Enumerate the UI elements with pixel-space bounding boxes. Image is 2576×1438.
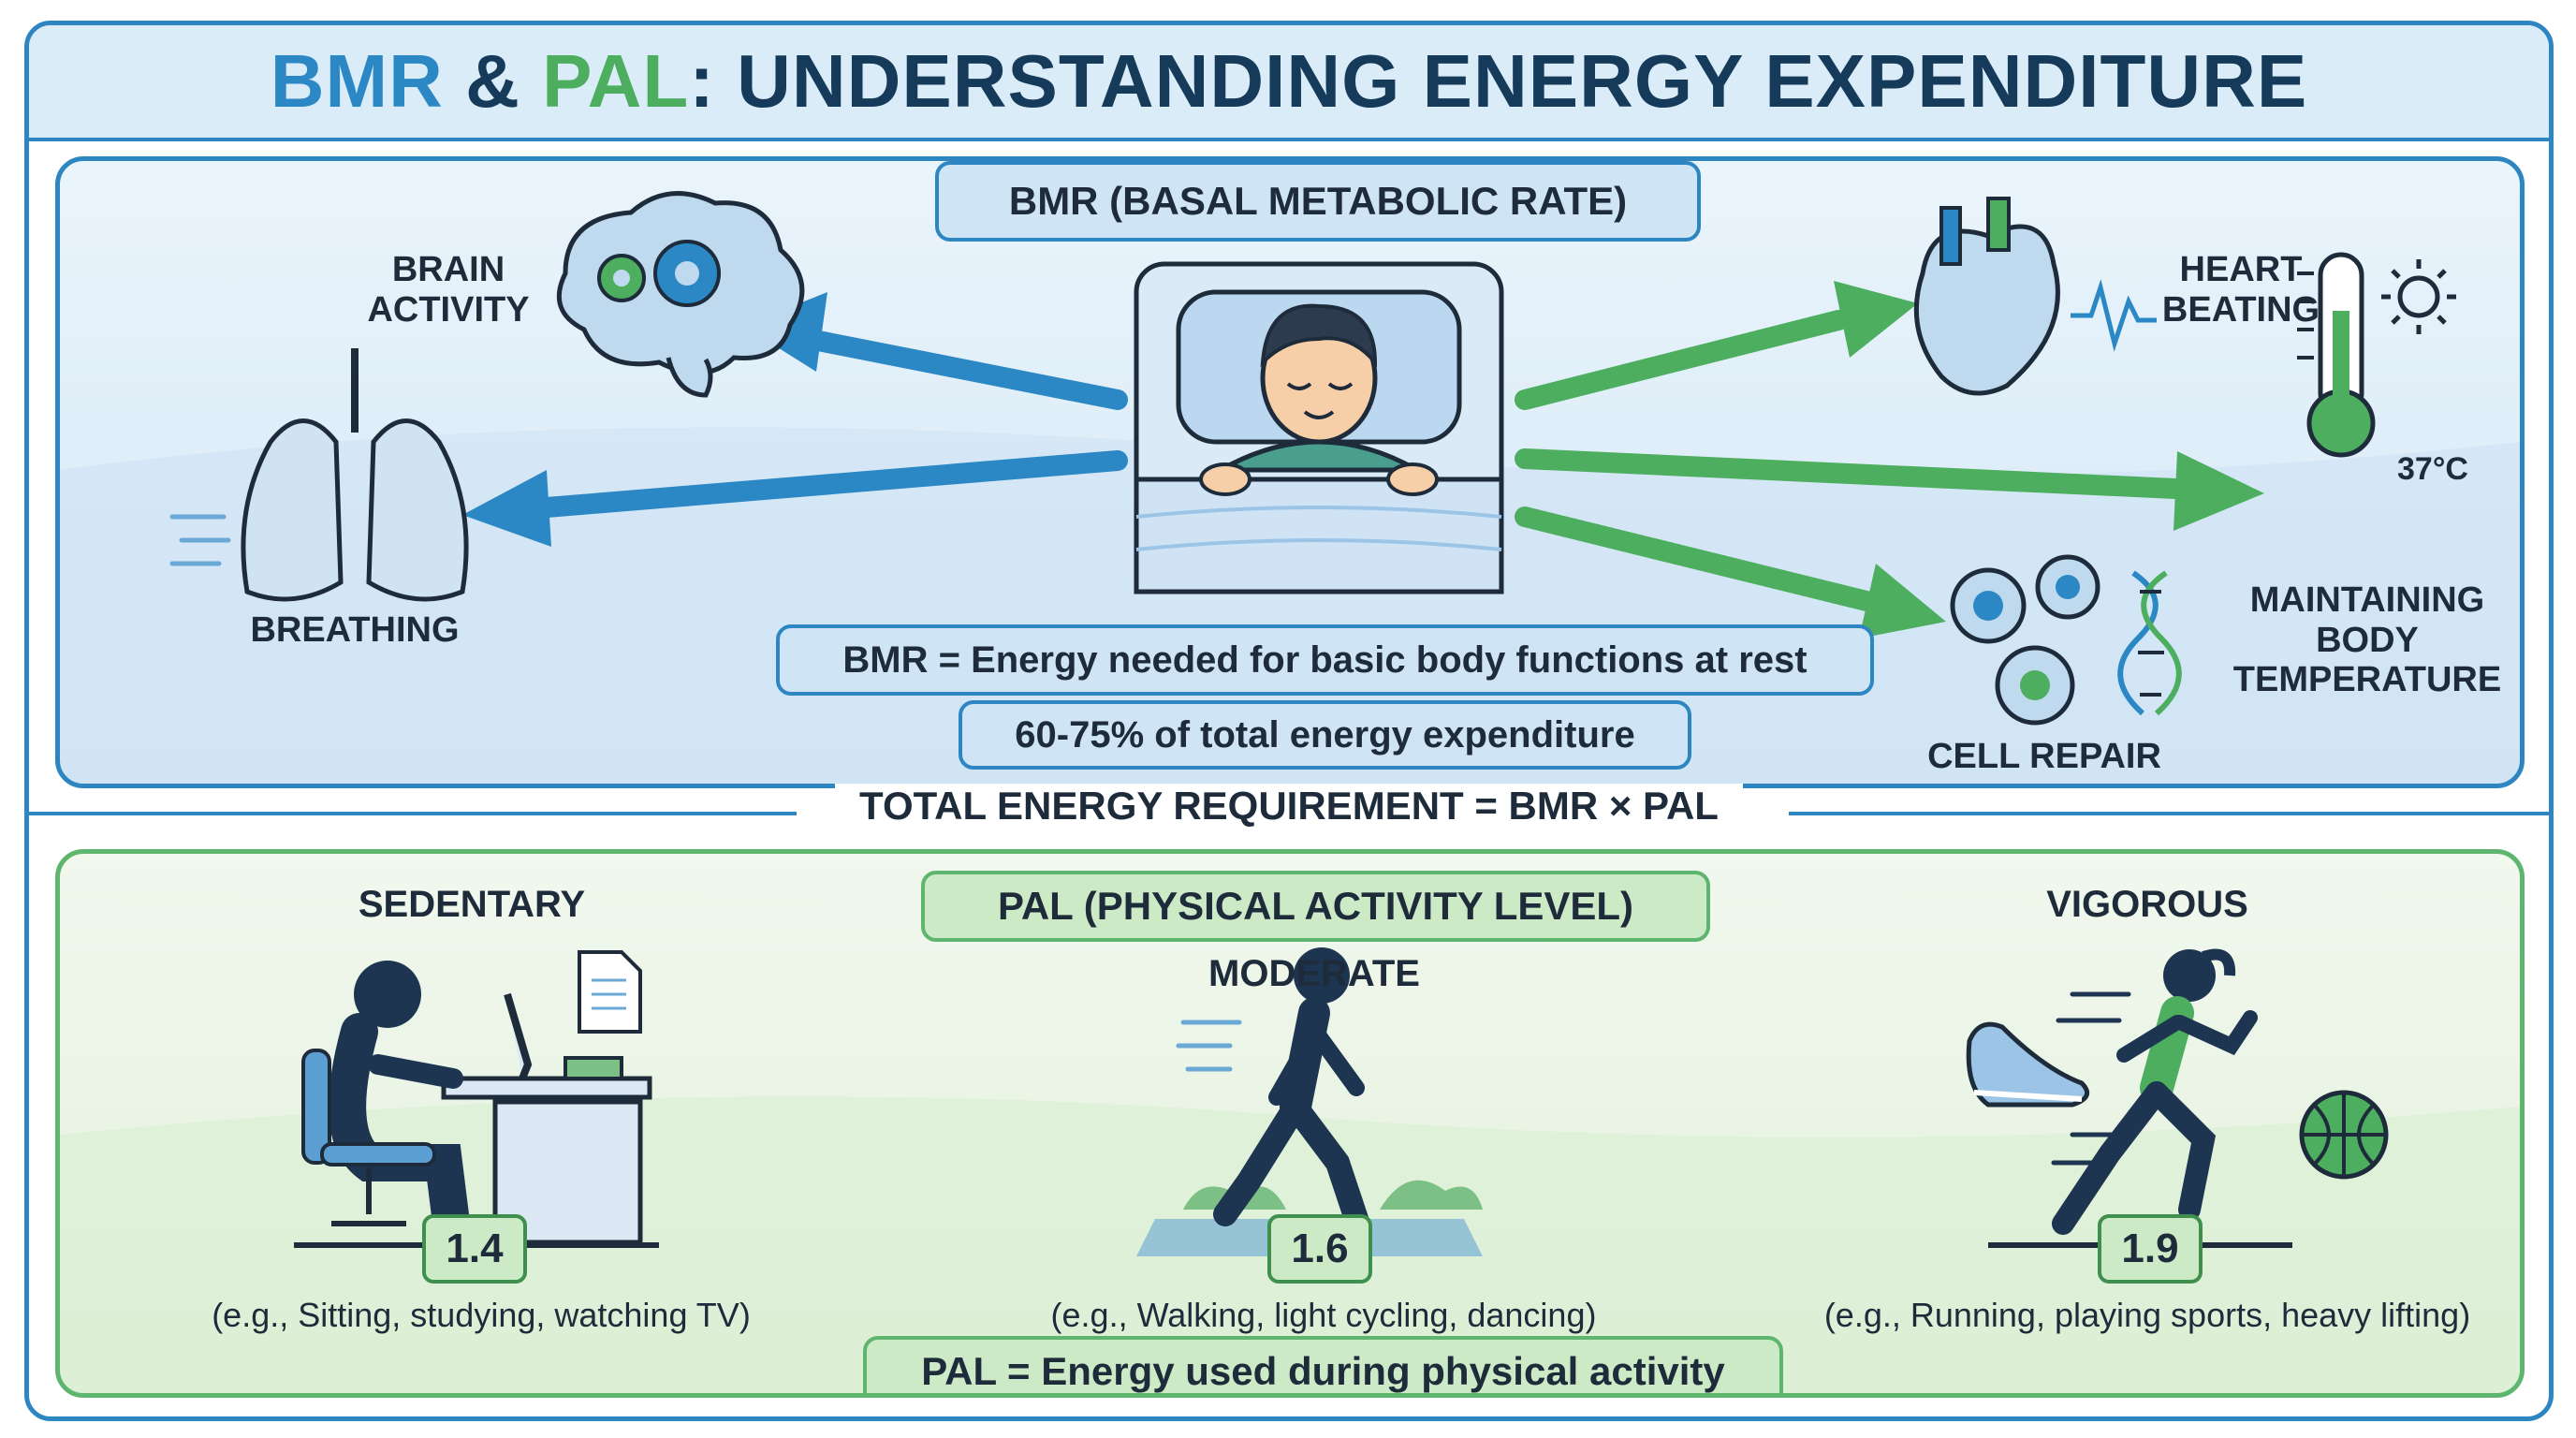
breathing-label: BREATHING xyxy=(250,610,460,650)
page-title: BMR & PAL: UNDERSTANDING ENERGY EXPENDIT… xyxy=(270,39,2308,123)
cells-icon xyxy=(1950,554,2100,726)
pal-panel: SEDENTARY PAL (PHYSICAL ACTIVITY LEVEL) … xyxy=(55,849,2525,1398)
lungs-icon xyxy=(169,348,469,602)
arrow-to-temperature xyxy=(1515,448,2264,531)
arrow-to-lungs xyxy=(462,450,1128,547)
pal-heading: PAL (PHYSICAL ACTIVITY LEVEL) xyxy=(921,871,1710,942)
bmr-heading: BMR (BASAL METABOLIC RATE) xyxy=(935,161,1701,242)
temperature-value: 37°C xyxy=(2397,451,2468,487)
bmr-panel: BMR (BASAL METABOLIC RATE) BRAIN ACTIVIT… xyxy=(55,156,2525,788)
bmr-definition: BMR = Energy needed for basic body funct… xyxy=(776,624,1874,696)
arrow-to-cells xyxy=(1515,506,1946,638)
sedentary-examples: (e.g., Sitting, studying, watching TV) xyxy=(212,1296,751,1334)
brain-icon xyxy=(556,191,805,398)
vigorous-label: VIGOROUS xyxy=(2046,884,2248,925)
cell-repair-label: CELL REPAIR xyxy=(1927,737,2161,776)
sleeping-person-icon xyxy=(1134,261,1504,594)
dna-icon xyxy=(2117,570,2182,716)
basketball-icon xyxy=(2299,1090,2389,1180)
moderate-examples: (e.g., Walking, light cycling, dancing) xyxy=(1050,1296,1597,1334)
divider-right xyxy=(1789,812,2549,815)
thermometer-icon xyxy=(2297,252,2376,458)
heart-beating-label: HEART BEATING xyxy=(2161,250,2320,330)
moderate-label: MODERATE xyxy=(1208,953,1420,994)
bmr-illustration xyxy=(60,191,2520,784)
moderate-pal-value: 1.6 xyxy=(1267,1214,1372,1284)
sedentary-label: SEDENTARY xyxy=(358,884,586,925)
pal-definition: PAL = Energy used during physical activi… xyxy=(863,1336,1783,1393)
document-icon xyxy=(578,950,642,1034)
sedentary-pal-value: 1.4 xyxy=(422,1214,527,1284)
desk-worker-icon xyxy=(294,961,659,1256)
sun-icon xyxy=(2381,259,2456,334)
heart-icon xyxy=(1913,197,2157,396)
infographic-frame: BMR & PAL: UNDERSTANDING ENERGY EXPENDIT… xyxy=(24,21,2554,1421)
vigorous-pal-value: 1.9 xyxy=(2098,1214,2203,1284)
total-energy-formula: TOTAL ENERGY REQUIREMENT = BMR × PAL xyxy=(29,784,2549,829)
brain-activity-label: BRAIN ACTIVITY xyxy=(367,250,530,330)
vigorous-examples: (e.g., Running, playing sports, heavy li… xyxy=(1823,1296,2471,1334)
arrow-to-heart xyxy=(1515,281,1918,410)
divider-left xyxy=(29,812,797,815)
sneaker-icon xyxy=(1966,1021,2090,1108)
bmr-share: 60-75% of total energy expenditure xyxy=(959,700,1691,770)
walking-person-icon xyxy=(1136,947,1483,1256)
title-bar: BMR & PAL: UNDERSTANDING ENERGY EXPENDIT… xyxy=(29,25,2549,141)
maintaining-body-temperature-label: MAINTAINING BODY TEMPERATURE xyxy=(2232,580,2502,700)
